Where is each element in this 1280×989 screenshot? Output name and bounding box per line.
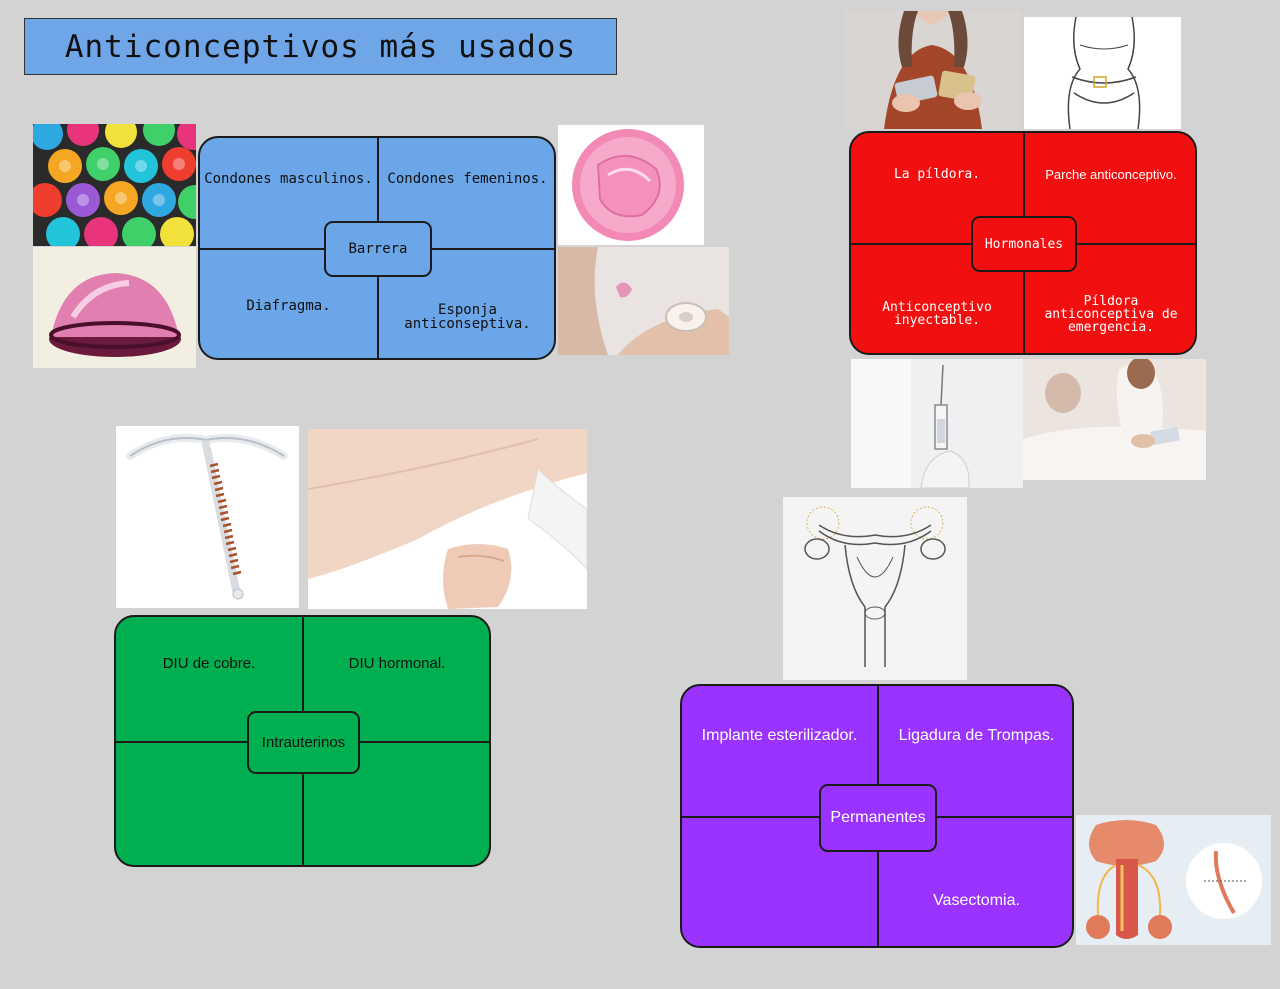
permanentes-diagram: Implante esterilizador. Ligadura de Trom… — [680, 684, 1074, 948]
permanentes-vasectomia: Vasectomia. — [933, 892, 1020, 909]
arm-implant-image — [308, 429, 587, 609]
page-title: Anticonceptivos más usados — [24, 18, 617, 75]
intrauterinos-center-label: Intrauterinos — [247, 711, 360, 774]
barrera-center-label: Barrera — [324, 221, 432, 277]
woman-pills-image — [844, 11, 1021, 129]
uterus-diagram-image — [783, 497, 967, 680]
intrauterinos-diagram: DIU de cobre. DIU hormonal. Intrauterino… — [114, 615, 491, 867]
permanentes-ligadura: Ligadura de Trompas. — [898, 727, 1055, 744]
barrera-condones-masculinos: Condones masculinos. — [204, 171, 373, 187]
permanentes-center-label: Permanentes — [819, 784, 937, 852]
iud-image — [116, 426, 299, 608]
hormonales-diagram: La píldora. Parche anticonceptivo. Antic… — [849, 131, 1197, 355]
bed-couple-image — [1023, 359, 1206, 480]
sponge-image — [558, 247, 729, 355]
diaphragm-image — [33, 247, 196, 368]
intrauterinos-diu-hormonal: DIU hormonal. — [348, 654, 446, 672]
hormonales-center-label: Hormonales — [971, 216, 1077, 272]
patch-body-image — [1024, 17, 1181, 129]
hormonales-emergencia: Píldora anticonceptiva de emergencia. — [1044, 293, 1178, 335]
intrauterinos-diu-cobre: DIU de cobre. — [162, 654, 256, 672]
barrera-diagram: Condones masculinos. Condones femeninos.… — [198, 136, 556, 360]
vasectomy-illustration-image — [1076, 815, 1271, 945]
barrera-diafragma: Diafragma. — [246, 298, 331, 314]
injection-image — [851, 359, 1023, 488]
barrera-esponja: Esponja anticonseptiva. — [404, 302, 531, 332]
hormonales-inyectable: Anticonceptivo inyectable. — [882, 300, 992, 328]
female-condom-image — [558, 125, 704, 245]
barrera-condones-femeninos: Condones femeninos. — [387, 171, 548, 187]
hormonales-pildora: La píldora. — [893, 166, 981, 182]
permanentes-implante: Implante esterilizador. — [701, 727, 858, 744]
colorful-condoms-image — [33, 124, 196, 246]
hormonales-parche: Parche anticonceptivo. — [1045, 166, 1177, 182]
